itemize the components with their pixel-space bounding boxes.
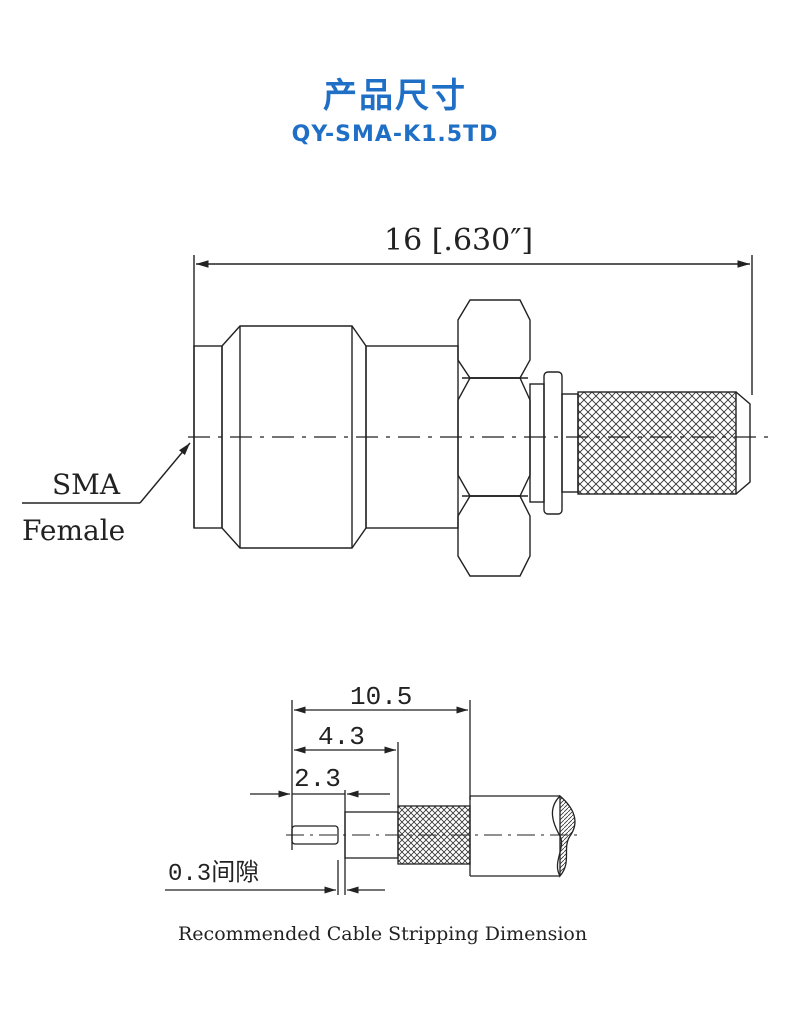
page-title: 产品尺寸: [323, 76, 467, 116]
connector-type-label: SMA: [52, 468, 121, 501]
gap-label: 0.3间隙: [168, 859, 259, 888]
connector-gender-label: Female: [22, 514, 125, 547]
dim-inner-label: 2.3: [294, 764, 341, 794]
dim-total-label: 10.5: [350, 682, 412, 712]
overall-dimension-label: 16 [.630″]: [384, 223, 533, 258]
label-leader: [22, 442, 191, 504]
model-number: QY-SMA-K1.5TD: [291, 122, 499, 147]
connector-drawing: [193, 255, 753, 577]
dim-middle-label: 4.3: [318, 722, 365, 752]
stripping-caption: Recommended Cable Stripping Dimension: [178, 923, 587, 945]
